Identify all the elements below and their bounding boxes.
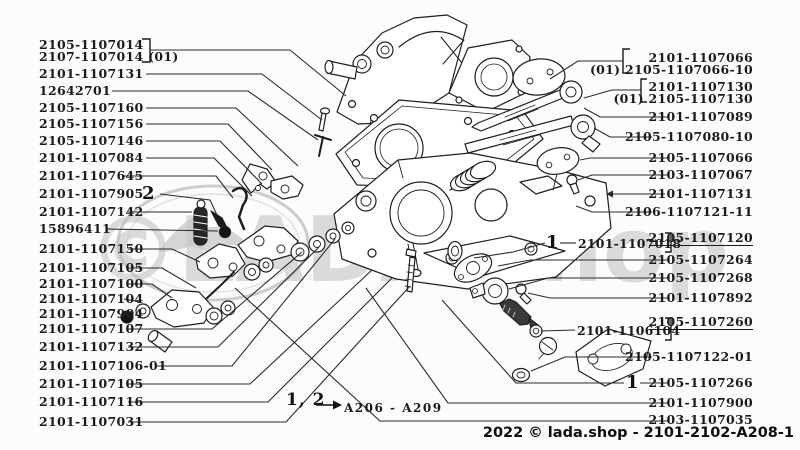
idle-adjust-screws bbox=[314, 107, 332, 157]
part-number-label: 2101-1107106-01 bbox=[39, 358, 167, 373]
part-number-label: 2101-1107107 bbox=[39, 321, 144, 336]
part-number-label: 2103-1107067 bbox=[648, 167, 753, 182]
part-number-label: 2105-1107146 bbox=[39, 133, 144, 148]
needle-valve-group bbox=[499, 298, 558, 383]
part-number-label: 2105-1107264 bbox=[648, 252, 753, 267]
part-number-label: 2101-1107131 bbox=[648, 186, 753, 201]
throttle-disc-secondary bbox=[536, 147, 580, 195]
choke-linkage-levers bbox=[210, 163, 304, 233]
callout-marker-1: 1 bbox=[546, 232, 559, 253]
callout-marker-1b: 1 bbox=[626, 372, 639, 393]
part-number-label: 2101-1107105 bbox=[39, 260, 144, 275]
part-number-label: 2101-1107892 bbox=[648, 290, 753, 305]
part-number-label: 2101-1107142 bbox=[39, 204, 144, 219]
part-number-label: 2105-1107156 bbox=[39, 116, 144, 131]
part-number-label: 2105-1107120 bbox=[648, 230, 753, 246]
callout-part-number-1107018: 2101-1107018 bbox=[578, 236, 682, 251]
part-number-label: 2101-1107900 bbox=[648, 395, 753, 410]
footnote-markers: 1, 2 bbox=[286, 390, 326, 410]
part-number-label: 2101-1107084 bbox=[39, 150, 144, 165]
callout-part-number-1106104: 2101-1106104 bbox=[577, 323, 681, 338]
part-number-label: 2101-1107105 bbox=[39, 376, 144, 391]
part-number-label: 2105-1107266 bbox=[648, 375, 753, 390]
part-number-label: 2101-1107116 bbox=[39, 394, 144, 409]
part-number-label: 2101-1107132 bbox=[39, 339, 144, 354]
part-number-label: 2105-1107066 bbox=[648, 150, 753, 165]
part-number-label: 2101-1107904 bbox=[39, 306, 144, 321]
part-number-label: 2103-1107035 bbox=[648, 412, 753, 427]
part-number-label: 15896411 bbox=[39, 221, 111, 236]
copyright-line: 2022 © lada.shop - 2101-2102-A208-1 bbox=[482, 425, 794, 441]
throttle-lever-cluster bbox=[195, 225, 299, 300]
part-number-label: 2101-1107150 bbox=[39, 241, 144, 256]
part-number-label: 2105-1107260 bbox=[648, 314, 753, 330]
part-number-label: 12642701 bbox=[39, 83, 111, 98]
footnote-arrow-icon bbox=[316, 400, 342, 410]
part-number-label: 2101-1107066(01) 2105-1107066-10 bbox=[589, 50, 753, 77]
shaft-return-spring bbox=[449, 160, 497, 192]
part-number-label: 2105-1107268 bbox=[648, 270, 753, 285]
part-number-label: 2101-1107645 bbox=[39, 168, 144, 183]
part-number-label: 2101-1107104 bbox=[39, 291, 144, 306]
part-number-label: 2101-1107131 bbox=[39, 66, 144, 81]
leader-lines bbox=[105, 49, 668, 423]
part-number-label: 2105-1107122-01 bbox=[625, 349, 753, 364]
part-number-label: 2106-1107121-11 bbox=[625, 204, 753, 219]
throttle-disc-primary bbox=[512, 58, 566, 96]
carburetor-top-cover bbox=[324, 14, 531, 135]
part-number-label: 2101-1107089 bbox=[648, 109, 753, 124]
throttle-shaft-primary bbox=[471, 80, 583, 132]
part-number-label: 2101-1107031 bbox=[39, 414, 144, 429]
part-number-label: 2105-1107080-10 bbox=[625, 129, 753, 144]
part-number-label: 2101-1107100 bbox=[39, 276, 144, 291]
footnote-reference: A206 - A209 bbox=[344, 401, 443, 415]
throttle-shaft-secondary bbox=[464, 114, 601, 154]
telescopic-link-spring bbox=[193, 199, 232, 246]
part-number-label: 2101-1107905 bbox=[39, 186, 144, 201]
pump-cover-group bbox=[404, 240, 532, 305]
part-number-label: 2105-1107160 bbox=[39, 100, 144, 115]
part-number-label: 2101-1107130(01) 2105-1107130 bbox=[613, 79, 753, 106]
washer-stack bbox=[290, 221, 355, 262]
callout-marker-2: 2 bbox=[142, 183, 155, 204]
